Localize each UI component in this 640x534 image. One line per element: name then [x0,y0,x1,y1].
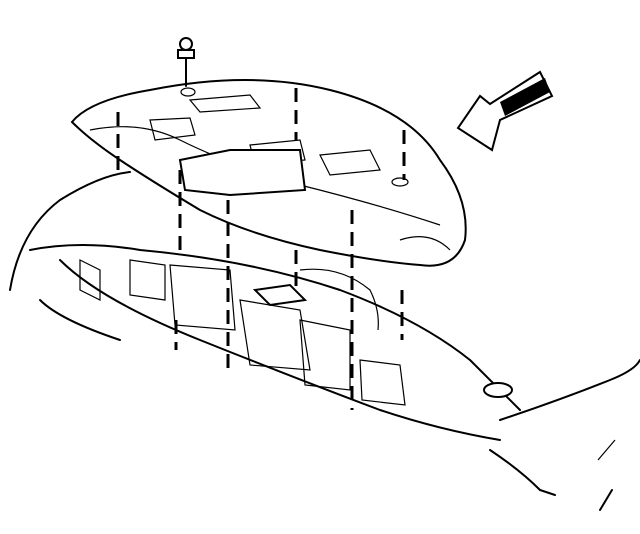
direction-arrow-icon [456,70,554,152]
vehicle-body [9,171,640,511]
push-pin-fastener [177,37,195,87]
cover-panel [70,79,467,267]
alignment-lines [116,88,406,410]
